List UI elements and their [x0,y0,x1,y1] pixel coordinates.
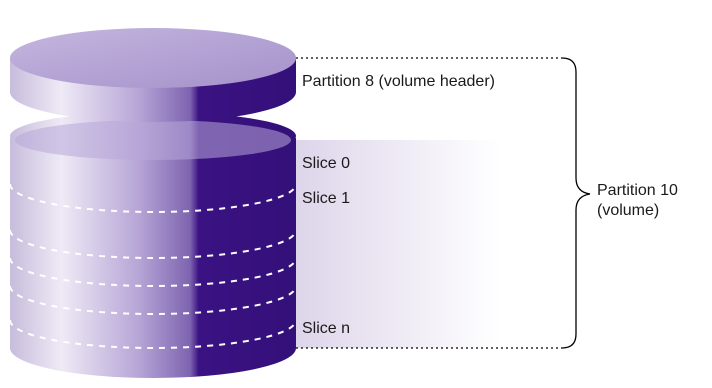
volume-cylinder-top-inner [15,120,291,160]
header-cylinder-top [10,28,296,88]
slice-0-label: Slice 0 [302,155,350,172]
slice-boundary-2 [9,229,297,259]
partition-10-brace [561,57,591,349]
slice-boundary-4 [9,285,297,315]
slice-n-label: Slice n [302,320,350,337]
partition-10-label-line1: Partition 10 [597,182,678,199]
partition-10-label-line2: (volume) [597,202,659,219]
slice-boundary-3 [9,257,297,287]
slice-boundary-1 [9,183,297,213]
slice-1-label: Slice 1 [302,190,350,207]
slice-band [296,140,500,348]
leader-lines [296,57,562,349]
slice-boundary-5 [9,319,297,349]
slice-boundaries [9,183,297,349]
partition-8-label: Partition 8 (volume header) [302,73,495,90]
